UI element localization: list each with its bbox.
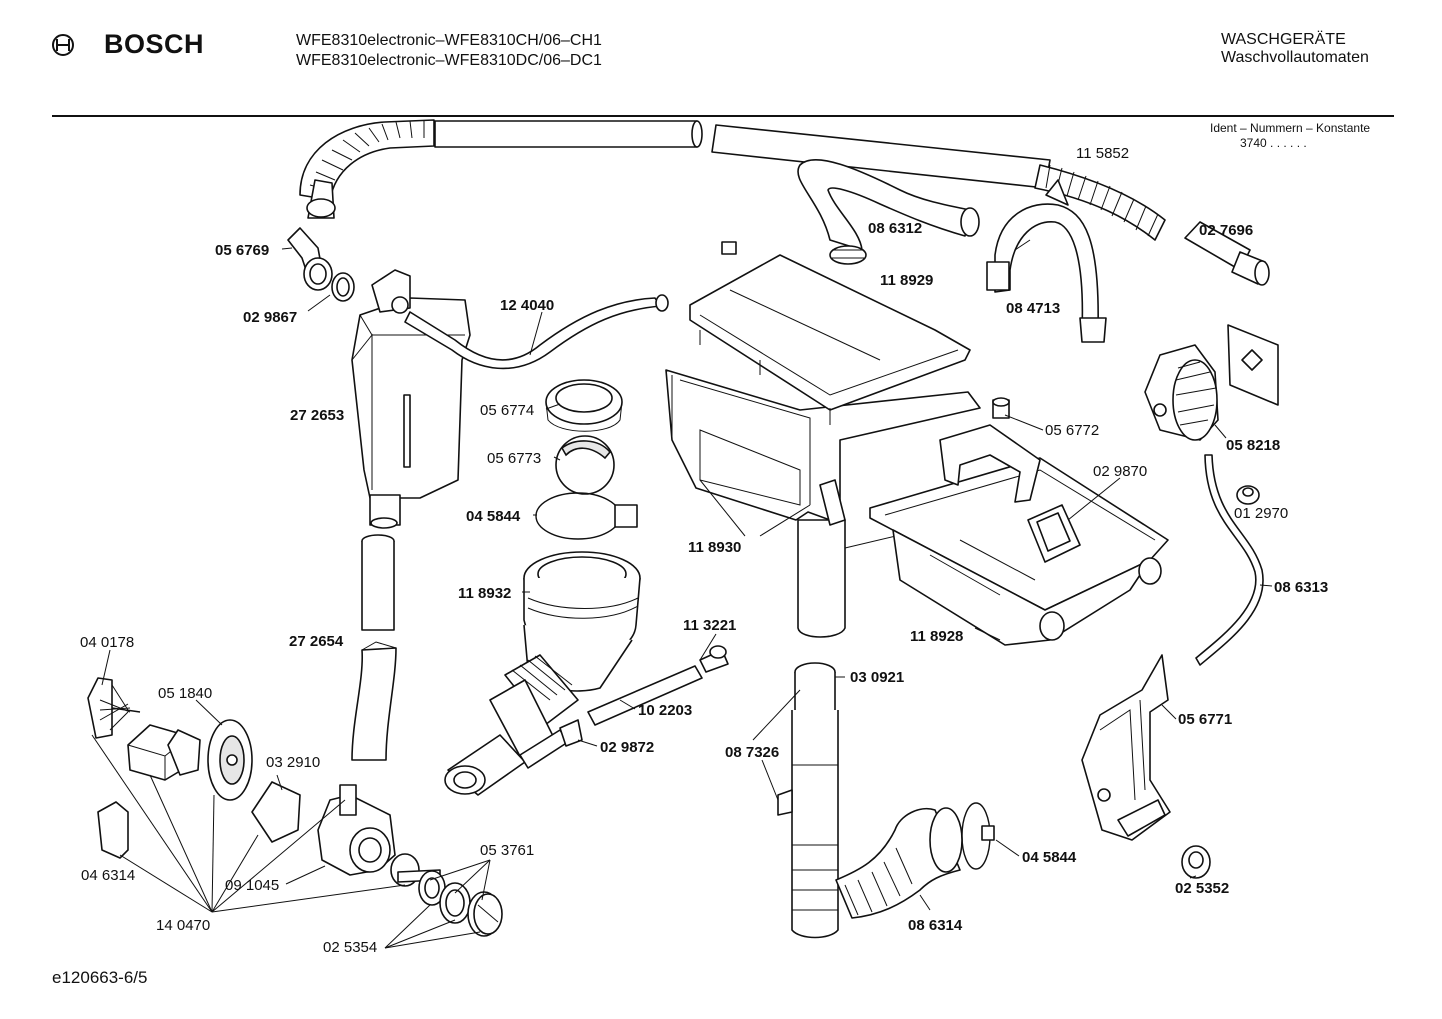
label-115852: 11 5852 xyxy=(1076,145,1129,162)
elbow-056769-part xyxy=(287,227,333,291)
bellows-118932-part xyxy=(444,551,641,796)
label-030921: 03 0921 xyxy=(850,669,904,686)
label-029870: 02 9870 xyxy=(1093,463,1147,480)
seal-029867-part xyxy=(331,272,355,302)
label-087326: 08 7326 xyxy=(725,744,779,761)
label-140470: 14 0470 xyxy=(156,917,210,934)
pipe-124040-part xyxy=(404,294,669,370)
brand-name: BOSCH xyxy=(104,29,205,59)
label-118929: 11 8929 xyxy=(880,272,933,289)
cap-012970-part xyxy=(1236,485,1260,505)
label-091045: 09 1045 xyxy=(225,877,279,894)
model-line-1: WFE8310electronic–WFE8310CH/06–CH1 xyxy=(296,32,602,49)
label-025354: 02 5354 xyxy=(323,939,377,956)
ident-label: Ident – Nummern – Konstante xyxy=(1210,121,1371,135)
fan-040178-part xyxy=(87,677,141,739)
label-025352: 02 5352 xyxy=(1175,880,1229,897)
dispenser-272653-part xyxy=(351,269,471,529)
part-labels: 11 5852 02 7696 08 6312 08 4713 11 8929 … xyxy=(80,145,1328,956)
pipe-030921-part xyxy=(777,662,839,939)
rod-102203-part xyxy=(587,645,729,726)
label-046314: 04 6314 xyxy=(81,867,135,884)
housing-056771-part xyxy=(1081,654,1171,841)
clip-046314-part xyxy=(97,801,129,859)
label-086314: 08 6314 xyxy=(908,917,963,934)
nipple-029872-part xyxy=(519,719,583,769)
leader-lines xyxy=(91,239,1273,949)
label-029872: 02 9872 xyxy=(600,739,654,756)
label-056772: 05 6772 xyxy=(1045,422,1099,439)
label-056769: 05 6769 xyxy=(215,242,269,259)
grommet-025352-part xyxy=(1181,845,1211,879)
inlet-hose-part xyxy=(299,119,1166,241)
cover-032910-part xyxy=(251,781,301,843)
clamp-045844-b-part xyxy=(961,802,995,870)
gasket-029870-part xyxy=(1027,504,1081,563)
valve-056772-part xyxy=(992,397,1010,419)
label-058218: 05 8218 xyxy=(1226,437,1280,454)
model-line-2: WFE8310electronic–WFE8310DC/06–DC1 xyxy=(296,52,602,69)
clamp-084713-part xyxy=(986,179,1107,343)
drawer-housing-118930-part xyxy=(665,369,981,638)
seal-053761-part xyxy=(418,870,471,924)
label-045844-b: 04 5844 xyxy=(1022,849,1077,866)
label-086312: 08 6312 xyxy=(868,220,922,237)
label-027696: 02 7696 xyxy=(1199,222,1253,239)
label-056774: 05 6774 xyxy=(480,402,534,419)
label-086313: 08 6313 xyxy=(1274,579,1328,596)
document-id: e120663-6/5 xyxy=(52,968,148,987)
ball-056773-part xyxy=(555,435,615,495)
tray-118928-part xyxy=(869,424,1169,646)
ident-value: 3740 . . . . . . xyxy=(1240,136,1307,150)
label-051840: 05 1840 xyxy=(158,685,212,702)
cover-118929-part xyxy=(689,241,971,425)
bosch-logo-icon xyxy=(52,34,74,56)
label-012970: 01 2970 xyxy=(1234,505,1288,522)
hose-086314-part xyxy=(835,807,963,919)
impeller-unit-part xyxy=(390,853,441,887)
label-032910: 03 2910 xyxy=(266,754,320,771)
impeller-051840-part xyxy=(207,719,253,801)
motor-block-part xyxy=(127,724,201,781)
seal-056774-part xyxy=(545,379,623,432)
bracket-right-top-part xyxy=(1227,324,1279,406)
pump-091045-part xyxy=(317,784,396,876)
hose-086312-part xyxy=(797,159,980,265)
level-switch-058218-part xyxy=(1144,344,1219,441)
label-056771: 05 6771 xyxy=(1178,711,1232,728)
label-053761: 05 3761 xyxy=(480,842,534,859)
cap-025354-part xyxy=(467,891,503,937)
label-084713: 08 4713 xyxy=(1006,300,1060,317)
label-056773: 05 6773 xyxy=(487,450,541,467)
label-124040: 12 4040 xyxy=(500,297,554,314)
connector-027696-part xyxy=(1184,221,1270,286)
label-118932: 11 8932 xyxy=(458,585,511,602)
label-118930: 11 8930 xyxy=(688,539,741,556)
hose-086313-part xyxy=(1195,454,1264,666)
category-line-1: WASCHGERÄTE xyxy=(1221,31,1346,48)
label-272653: 27 2653 xyxy=(290,407,344,424)
label-118928: 11 8928 xyxy=(910,628,963,645)
label-040178: 04 0178 xyxy=(80,634,134,651)
pipe-272654-part xyxy=(351,534,397,761)
category-line-2: Waschvollautomaten xyxy=(1221,49,1369,66)
label-113221: 11 3221 xyxy=(683,617,736,634)
label-045844: 04 5844 xyxy=(466,508,521,525)
label-102203: 10 2203 xyxy=(638,702,692,719)
clamp-045844-part xyxy=(535,492,638,540)
label-272654: 27 2654 xyxy=(289,633,344,650)
label-029867: 02 9867 xyxy=(243,309,297,326)
